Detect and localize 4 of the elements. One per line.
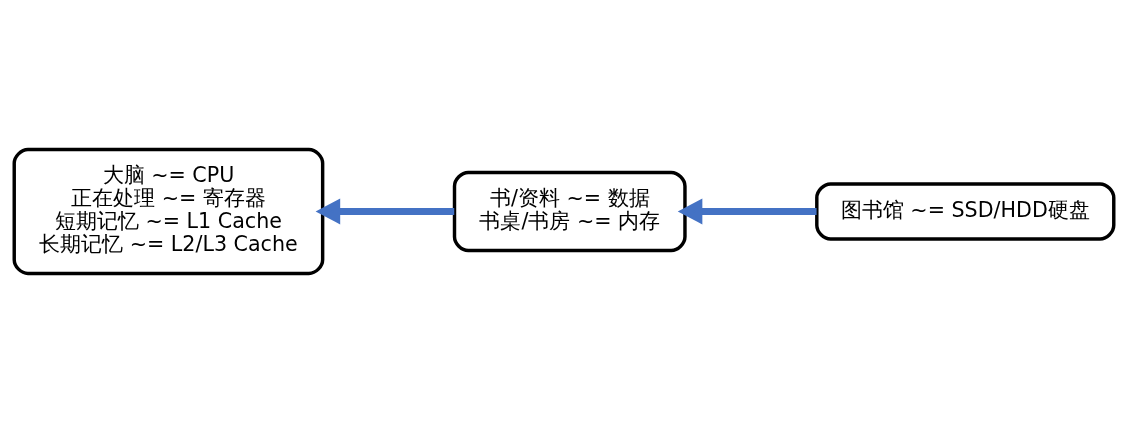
node-box: 书/资料 ~= 数据 书桌/书房 ~= 内存 [452,170,687,252]
arrow [315,198,455,224]
node-box: 图书馆 ~= SSD/HDD硬盘 [815,181,1116,241]
node-box: 大脑 ~= CPU 正在处理 ~= 寄存器 短期记忆 ~= L1 Cache 长期记忆 ~= L2/L3 Cache [12,147,325,275]
